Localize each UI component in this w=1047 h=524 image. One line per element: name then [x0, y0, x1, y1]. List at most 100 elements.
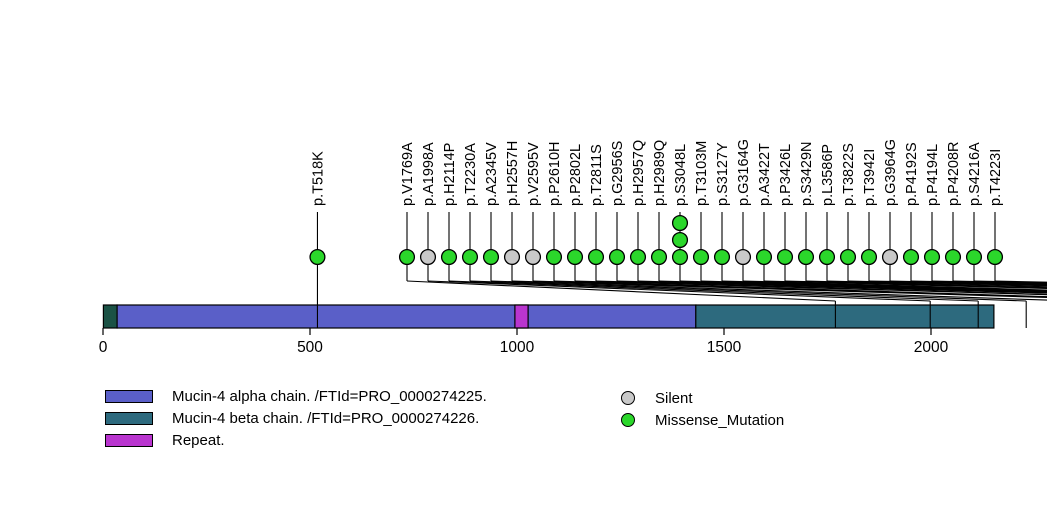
- mutation-label: p.S3127Y: [715, 142, 731, 206]
- connector-line: [679, 280, 1047, 293]
- mutation-label: p.T518K: [311, 151, 327, 206]
- mutation-circle: [461, 248, 479, 266]
- mutation-circle: [566, 248, 584, 266]
- mutation-circle: [776, 248, 794, 266]
- mutation-circle: [419, 248, 437, 266]
- mutation-lollipop: p.T2230A: [461, 143, 1027, 328]
- mutation-type-legend-dot: [621, 391, 635, 405]
- mutation-lollipop: p.G3164G: [734, 139, 1047, 291]
- mutation-label: p.T3103M: [694, 141, 710, 206]
- mutation-label: p.S3429N: [799, 142, 815, 207]
- mutation-lollipop: p.H2114P: [440, 143, 979, 328]
- mutation-circle: [713, 248, 731, 266]
- mutation-circle: [629, 248, 647, 266]
- mutation-label: p.V2595V: [526, 142, 542, 206]
- mutation-lollipop: p.T518K: [309, 151, 327, 328]
- domain-legend-row: Repeat.: [105, 429, 487, 451]
- mutation-lollipop: p.S4216A: [965, 142, 1047, 284]
- mutation-label: p.A2345V: [484, 142, 500, 206]
- mutation-lollipop: p.P4208R: [944, 142, 1047, 284]
- mutation-label: p.A1998A: [421, 142, 437, 206]
- mutation-circle: [545, 248, 563, 266]
- mutation-type-legend-label: Missense_Mutation: [655, 411, 785, 429]
- mutation-label: p.H2114P: [442, 143, 458, 206]
- connector-line: [427, 280, 931, 302]
- mutation-label: p.P2802L: [568, 144, 584, 206]
- domain-legend-row: Mucin-4 alpha chain. /FTId=PRO_000027422…: [105, 385, 487, 407]
- mutation-circle: [755, 248, 773, 266]
- mutation-lollipop: p.S3429N: [797, 142, 1047, 289]
- mutation-type-legend-label: Silent: [655, 389, 693, 407]
- mutation-lollipop: p.S3048L: [671, 144, 1047, 293]
- mutation-label: p.A3422T: [757, 143, 773, 206]
- protein-region-1: [116, 304, 697, 329]
- mutation-lollipop: p.T4223I: [986, 149, 1047, 283]
- mutation-circle: [650, 248, 668, 266]
- mutation-label: p.H2989Q: [652, 140, 668, 206]
- mutation-circle: [881, 248, 899, 266]
- connector-line: [490, 280, 1047, 301]
- mutation-label: p.S4216A: [967, 142, 983, 206]
- mutation-lollipop: p.L3586P: [818, 144, 1047, 288]
- domain-legend-label: Mucin-4 alpha chain. /FTId=PRO_000027422…: [172, 387, 487, 405]
- protein-region-3: [514, 304, 529, 329]
- domain-legend-label: Mucin-4 beta chain. /FTId=PRO_0000274226…: [172, 409, 480, 427]
- mutation-circle: [671, 231, 689, 249]
- mutation-label: p.T3942I: [862, 149, 878, 206]
- mutation-circle: [860, 248, 878, 266]
- mutation-lollipop: p.H2557H: [503, 141, 1047, 299]
- domain-legend: Mucin-4 alpha chain. /FTId=PRO_000027422…: [105, 385, 487, 451]
- mutation-label: p.T2230A: [463, 143, 479, 206]
- mutation-type-legend-row: Silent: [621, 387, 784, 409]
- connector-line: [553, 280, 1047, 298]
- mutation-label: p.L3586P: [820, 144, 836, 206]
- mutation-circle: [671, 248, 689, 266]
- mutation-circle: [671, 214, 689, 232]
- mutation-label: p.P3426L: [778, 144, 794, 206]
- axis-tick-label: 1000: [500, 339, 535, 356]
- domain-legend-swatch: [105, 433, 153, 447]
- mutation-label: p.T3822S: [841, 143, 857, 206]
- mutation-circle: [923, 248, 941, 266]
- mutation-circle: [734, 248, 752, 266]
- connector-line: [805, 280, 1047, 289]
- mutation-type-legend-row: Missense_Mutation: [621, 409, 784, 431]
- mutation-label: p.G3964G: [883, 139, 899, 206]
- mutation-circle: [398, 248, 416, 266]
- mutation-circle: [503, 248, 521, 266]
- mutation-circle: [309, 248, 326, 266]
- connector-line: [889, 280, 1047, 286]
- mutation-circle: [482, 248, 500, 266]
- mutation-label: p.H2557H: [505, 141, 521, 206]
- connector-line: [721, 280, 1047, 292]
- mutation-lollipop: p.T2811S: [587, 144, 1047, 295]
- connector-line: [658, 280, 1047, 293]
- domain-legend-swatch: [105, 411, 153, 425]
- mutation-circle: [692, 248, 710, 266]
- mutation-lollipop: p.V1769A: [398, 142, 836, 328]
- mutation-circle: [986, 248, 1004, 266]
- connector-line: [826, 280, 1047, 288]
- protein-bar: [102, 304, 995, 329]
- mutations: p.T518K p.V1769A p.A1998A p.H2114P p.T2230A p…: [309, 139, 1047, 328]
- mutation-label: p.G2956S: [610, 141, 626, 206]
- connector-line: [847, 280, 1047, 287]
- mutation-circle: [818, 248, 836, 266]
- mutation-circle: [587, 248, 605, 266]
- mutation-label: p.G3164G: [736, 139, 752, 206]
- mutation-circle: [902, 248, 920, 266]
- connector-line: [448, 280, 979, 302]
- connector-line: [406, 280, 836, 302]
- mutation-label: p.V1769A: [400, 142, 416, 206]
- connector-line: [469, 280, 1027, 302]
- mutation-lollipop: p.A1998A: [419, 142, 931, 328]
- connector-line: [742, 280, 1047, 291]
- mutation-circle: [440, 248, 458, 266]
- mutation-lollipop: p.H2989Q: [650, 140, 1047, 293]
- mutation-lollipop: p.G3964G: [881, 139, 1047, 286]
- axis-tick-label: 0: [99, 339, 108, 356]
- domain-legend-row: Mucin-4 beta chain. /FTId=PRO_0000274226…: [105, 407, 487, 429]
